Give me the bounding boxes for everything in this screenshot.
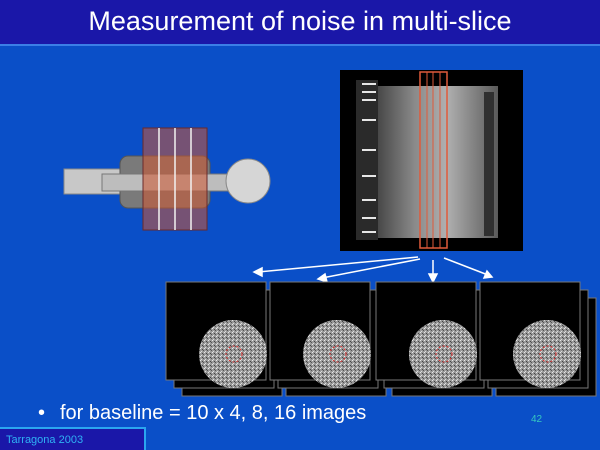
image-stack-1: [165, 281, 283, 397]
noise-image: [199, 320, 267, 388]
phantom-end-sphere: [225, 158, 271, 204]
bullet-text: for baseline = 10 x 4, 8, 16 images: [60, 402, 367, 424]
image-stack-4: [479, 281, 597, 397]
page-number: 42: [531, 414, 543, 425]
noise-image: [409, 320, 477, 388]
noise-image: [303, 320, 371, 388]
ct-scanogram: [340, 70, 523, 251]
image-stack-3: [375, 281, 493, 397]
slice-arrows: [252, 256, 494, 284]
footer-text: Tarragona 2003: [6, 434, 84, 446]
bullet-item: • for baseline = 10 x 4, 8, 16 images: [38, 402, 366, 425]
footer-tab: Tarragona 2003: [0, 427, 146, 450]
slide-title: Measurement of noise in multi-slice: [88, 6, 512, 36]
phantom-diagram: [63, 127, 271, 231]
bullet-symbol: •: [38, 402, 46, 424]
noise-image: [513, 320, 581, 388]
title-bar: [0, 0, 600, 46]
image-stack-2: [269, 281, 387, 397]
